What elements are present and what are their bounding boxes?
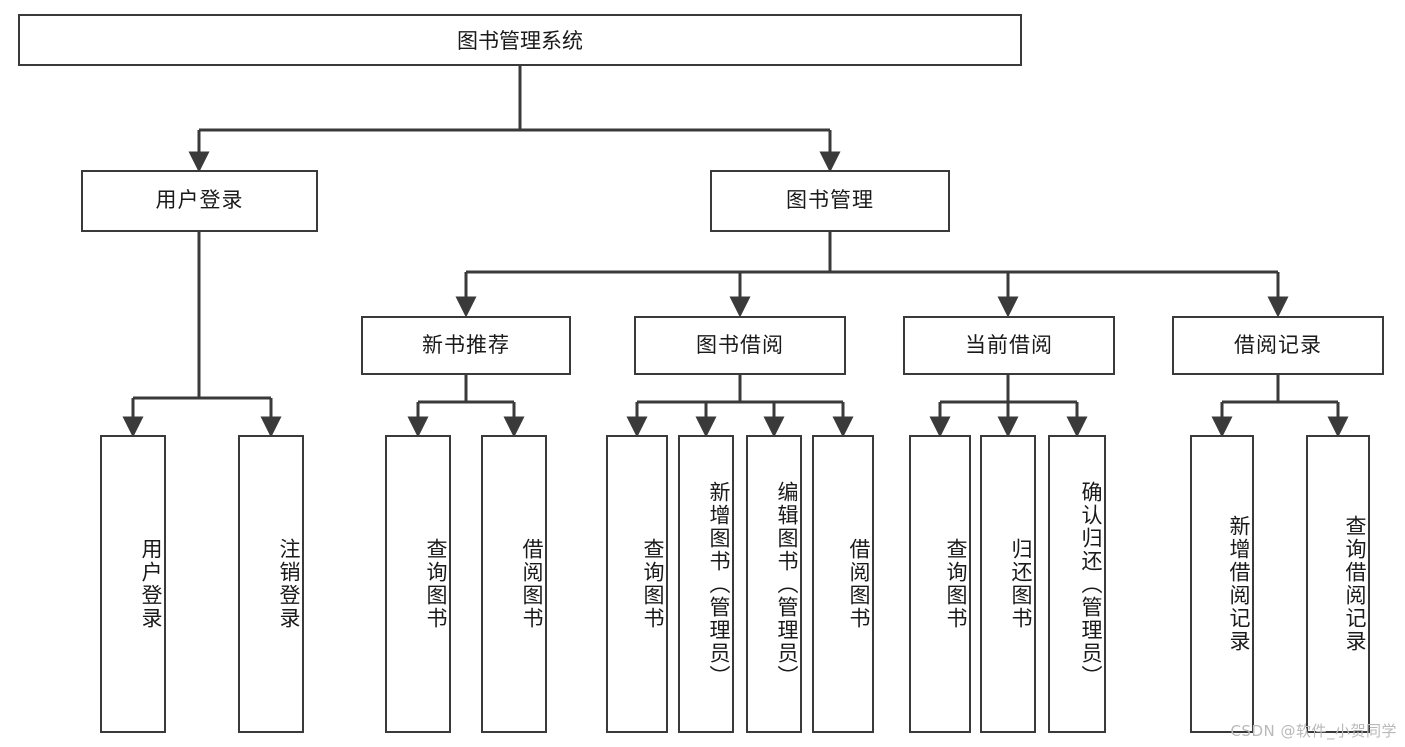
node-label: 借阅图书	[520, 538, 544, 630]
node-root[interactable]: 图书管理系统	[18, 14, 1022, 66]
node-label: 查询借阅记录	[1343, 515, 1367, 653]
node-new-book-recommend[interactable]: 新书推荐	[361, 316, 571, 375]
node-user-login[interactable]: 用户登录	[81, 170, 318, 232]
leaf-query-book-borrow[interactable]: 查询图书	[606, 435, 668, 733]
leaf-confirm-return[interactable]: 确认归还（管理员）	[1048, 435, 1106, 733]
node-label: 新书推荐	[422, 332, 510, 357]
node-book-borrow[interactable]: 图书借阅	[634, 316, 846, 375]
leaf-borrow-book[interactable]: 借阅图书	[812, 435, 874, 733]
leaf-logout-login[interactable]: 注销登录	[238, 435, 304, 733]
node-label: 新增借阅记录	[1227, 515, 1251, 653]
leaf-query-book-recommend[interactable]: 查询图书	[385, 435, 451, 733]
leaf-edit-book[interactable]: 编辑图书（管理员）	[746, 435, 802, 733]
leaf-add-book[interactable]: 新增图书（管理员）	[678, 435, 734, 733]
node-label: 图书管理系统	[457, 29, 583, 53]
leaf-borrow-book-recommend[interactable]: 借阅图书	[481, 435, 547, 733]
leaf-return-book[interactable]: 归还图书	[980, 435, 1036, 733]
node-label: 新增图书（管理员）	[707, 480, 731, 688]
node-label: 当前借阅	[965, 332, 1053, 357]
leaf-add-borrow-record[interactable]: 新增借阅记录	[1190, 435, 1254, 733]
node-label: 用户登录	[155, 188, 244, 213]
node-label: 用户登录	[139, 538, 163, 630]
node-label: 借阅图书	[847, 538, 871, 630]
leaf-query-book-current[interactable]: 查询图书	[909, 435, 971, 733]
node-label: 查询图书	[424, 538, 448, 630]
leaf-query-borrow-record[interactable]: 查询借阅记录	[1306, 435, 1370, 733]
node-label: 注销登录	[277, 538, 301, 630]
watermark: CSDN @软件_小贺同学	[1230, 722, 1397, 740]
node-borrow-record[interactable]: 借阅记录	[1172, 316, 1384, 375]
node-label: 查询图书	[944, 538, 968, 630]
node-label: 编辑图书（管理员）	[775, 480, 799, 688]
node-label: 借阅记录	[1234, 332, 1322, 357]
node-label: 图书管理	[786, 188, 874, 213]
leaf-user-login[interactable]: 用户登录	[100, 435, 166, 733]
node-label: 图书借阅	[696, 332, 784, 357]
node-book-management[interactable]: 图书管理	[710, 170, 950, 232]
node-label: 确认归还（管理员）	[1079, 480, 1103, 688]
node-label: 归还图书	[1009, 538, 1033, 630]
node-label: 查询图书	[641, 538, 665, 630]
node-current-borrow[interactable]: 当前借阅	[903, 316, 1115, 375]
